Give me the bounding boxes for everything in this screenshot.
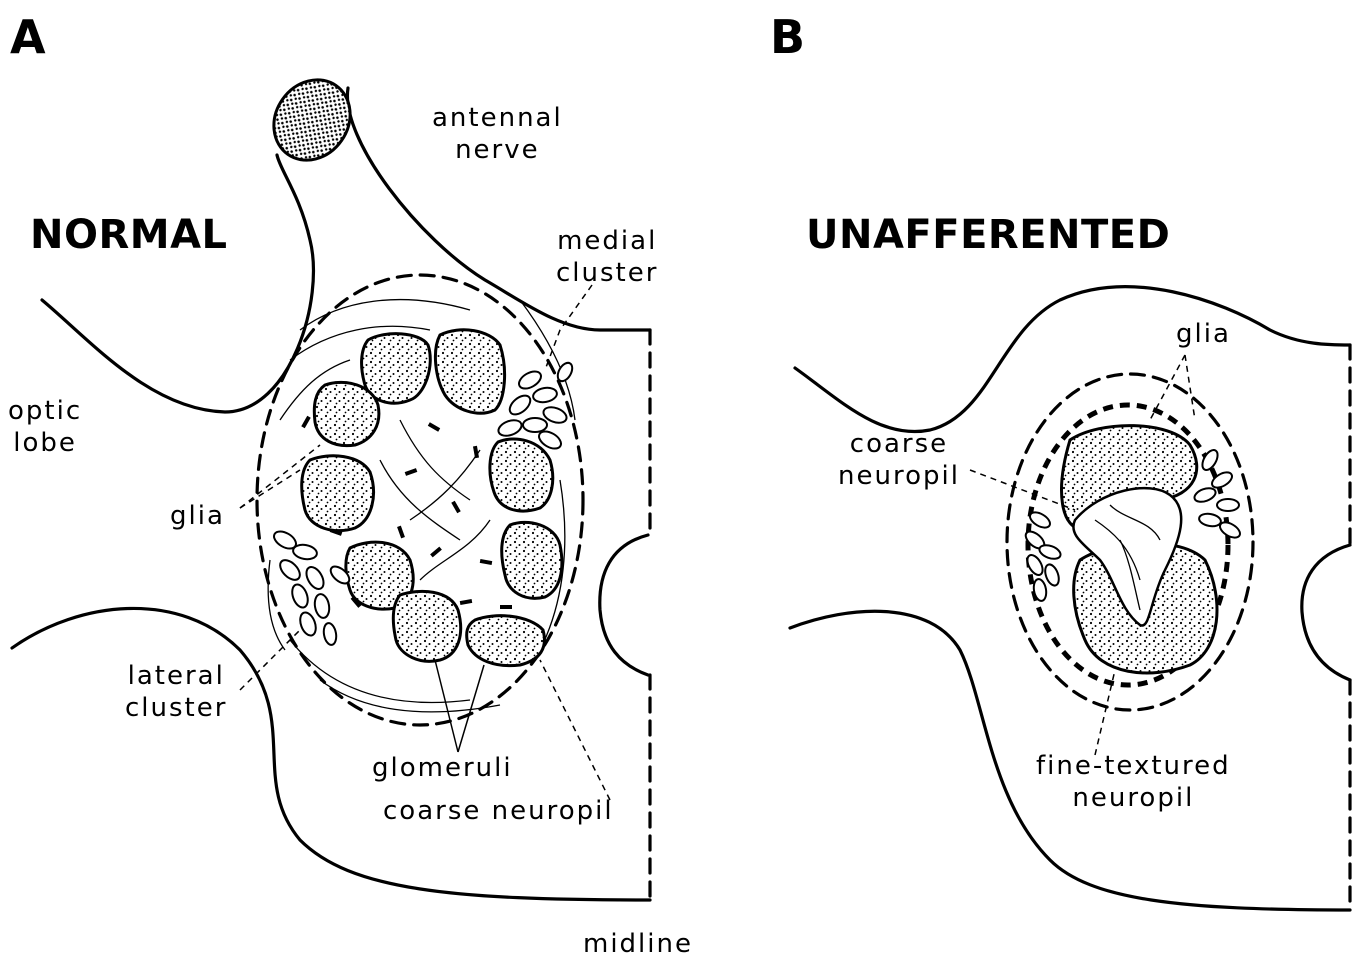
- label-fine-textured-line2: neuropil: [1036, 782, 1231, 814]
- lateral-cluster-a: [271, 528, 352, 646]
- label-lateral-cluster-line2: cluster: [125, 692, 227, 724]
- label-coarse-neuropil-b-line2: neuropil: [838, 460, 960, 492]
- label-glia-a: glia: [170, 500, 225, 532]
- label-optic-lobe-line1: optic: [8, 395, 82, 427]
- antennal-nerve-cut-end: [258, 65, 365, 175]
- leader-glia-a-1: [240, 470, 300, 508]
- brain-outline-upper-b: [795, 287, 1350, 432]
- midline-notch-a: [600, 535, 648, 675]
- label-midline: midline: [583, 928, 693, 960]
- leader-coarse-neuropil-a: [540, 660, 610, 800]
- label-coarse-neuropil-b: coarse neuropil: [838, 428, 960, 492]
- label-fine-textured-neuropil: fine-textured neuropil: [1036, 750, 1231, 814]
- leader-glomeruli-1: [435, 660, 458, 752]
- lateral-cluster-b: [1023, 509, 1063, 602]
- midline-notch-b: [1302, 545, 1350, 680]
- label-medial-cluster-line2: cluster: [556, 257, 658, 289]
- label-glomeruli: glomeruli: [372, 752, 513, 784]
- panel-a-letter: A: [10, 10, 46, 64]
- label-glia-b: glia: [1176, 318, 1231, 350]
- label-optic-lobe-line2: lobe: [8, 427, 82, 459]
- panel-b-letter: B: [770, 10, 805, 64]
- label-optic-lobe: optic lobe: [8, 395, 82, 459]
- leader-coarse-neuropil-b: [970, 470, 1075, 510]
- label-lateral-cluster-line1: lateral: [125, 660, 227, 692]
- panel-a-condition: NORMAL: [30, 212, 228, 258]
- panel-a-drawing: [12, 65, 650, 900]
- label-medial-cluster-line1: medial: [556, 225, 658, 257]
- label-antennal-nerve: antennal nerve: [432, 102, 563, 166]
- label-coarse-neuropil-a: coarse neuropil: [383, 795, 614, 827]
- label-fine-textured-line1: fine-textured: [1036, 750, 1231, 782]
- label-coarse-neuropil-b-line1: coarse: [838, 428, 960, 460]
- label-antennal-nerve-line1: antennal: [432, 102, 563, 134]
- label-antennal-nerve-line2: nerve: [432, 134, 563, 166]
- medial-cluster-b: [1193, 447, 1243, 540]
- leader-glia-b-2: [1185, 355, 1195, 420]
- label-medial-cluster: medial cluster: [556, 225, 658, 289]
- brain-outline-lower-a: [12, 608, 650, 900]
- panel-b-condition: UNAFFERENTED: [806, 212, 1170, 258]
- panel-b-drawing: [790, 287, 1350, 910]
- label-lateral-cluster: lateral cluster: [125, 660, 227, 724]
